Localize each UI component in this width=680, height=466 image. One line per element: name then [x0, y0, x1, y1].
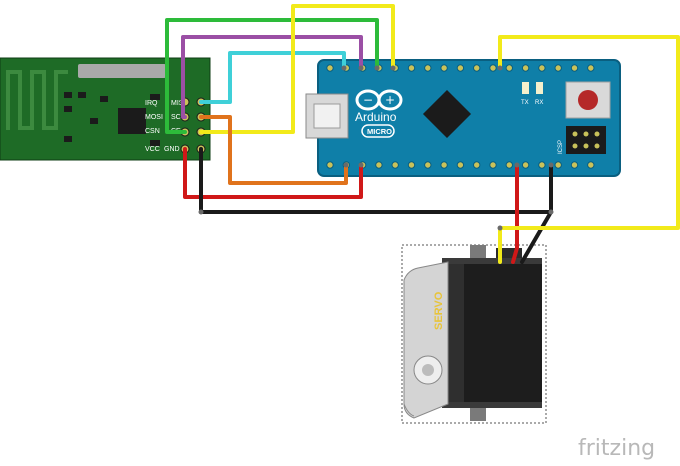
- nrf-pin-label-gnd: GND: [164, 146, 180, 153]
- arduino-bottom-pin: [570, 161, 579, 169]
- wire-red-vcc: [183, 147, 363, 199]
- arduino-bottom-pin: [505, 161, 513, 169]
- arduino-top-pin: [489, 64, 497, 72]
- arduino-top-pin: [538, 64, 546, 72]
- wire-purple: [181, 35, 363, 119]
- wire-orange: [199, 115, 348, 185]
- servo-horn: [403, 261, 449, 419]
- wire-cyan: [199, 51, 346, 104]
- arduino-top-pin: [424, 64, 432, 72]
- wire-black-servo: [520, 210, 553, 264]
- wires: [165, 4, 680, 264]
- fritzing-watermark: fritzing: [578, 436, 655, 461]
- arduino-top-pin: [521, 64, 530, 72]
- arduino-top-pin: [407, 64, 416, 72]
- tx-led: [522, 82, 529, 94]
- nrf-pin-label-sck: SCK: [171, 114, 186, 121]
- arduino-bottom-pin: [489, 161, 497, 169]
- nrf-antenna-trace: [6, 70, 68, 130]
- arduino-name: Arduino: [355, 110, 397, 124]
- icsp-label: ICSP: [558, 140, 564, 154]
- arduino-top-pin: [440, 64, 448, 72]
- arduino-bottom-pin: [440, 161, 448, 169]
- wire-black-gnd: [199, 147, 553, 214]
- wire-green: [165, 18, 379, 134]
- nrf-crystal: [78, 64, 166, 78]
- arduino-bottom-pin: [375, 161, 383, 169]
- tx-label: TX: [521, 100, 529, 106]
- arduino-bottom-pin: [538, 161, 546, 169]
- nrf-pin-label-irq: IRQ: [145, 100, 158, 107]
- arduino-top-pin: [554, 64, 562, 72]
- wire-yellow-ce: [199, 4, 395, 134]
- model-badge: [361, 124, 395, 138]
- wire-endpoints: [198, 65, 554, 231]
- nrf-pin-label-mosi: MOSI: [145, 114, 163, 121]
- arduino-bottom-pin: [326, 161, 334, 169]
- arduino-bottom-pin: [521, 161, 530, 169]
- arduino-micro: − + Arduino MICRO TX RX ICSP: [305, 59, 621, 177]
- nrf-pin-label-vcc: VCC: [145, 146, 160, 153]
- arduino-bottom-pin: [456, 161, 465, 169]
- rx-led: [536, 82, 543, 94]
- arduino-bottom-pin: [554, 161, 562, 169]
- arduino-top-pin: [456, 64, 465, 72]
- rx-label: RX: [535, 100, 543, 106]
- arduino-top-pin: [505, 64, 513, 72]
- wire-yellow-servo: [498, 35, 680, 264]
- arduino-top-pin: [587, 64, 595, 72]
- servo-label: SERVO: [433, 291, 445, 330]
- arduino-logo: [355, 89, 403, 111]
- arduino-top-pin: [326, 64, 334, 72]
- arduino-bottom-pin: [391, 161, 399, 169]
- arduino-bottom-pin: [473, 161, 481, 169]
- nrf24l01-module: IRQ MOSI CSN VCC MISO SCK CE GND: [0, 57, 211, 161]
- arduino-top-pin: [570, 64, 579, 72]
- arduino-model: MICRO: [367, 127, 392, 136]
- servo-motor: SERVO: [401, 244, 547, 424]
- arduino-bottom-pin: [424, 161, 432, 169]
- nrf-pin-label-miso: MISO: [171, 100, 189, 107]
- arduino-bottom-pin: [407, 161, 416, 169]
- nrf-pin-label-csn: CSN: [145, 128, 160, 135]
- arduino-chip: [422, 89, 472, 139]
- servo-body: [456, 262, 542, 404]
- icsp-header: [566, 126, 606, 154]
- logo-plus: +: [385, 93, 395, 107]
- arduino-bottom-pin: [587, 161, 595, 169]
- arduino-top-pin: [473, 64, 481, 72]
- logo-minus: −: [363, 93, 373, 107]
- nrf-chip: [118, 108, 146, 134]
- wire-red-servo: [511, 163, 519, 264]
- reset-button: [578, 90, 598, 110]
